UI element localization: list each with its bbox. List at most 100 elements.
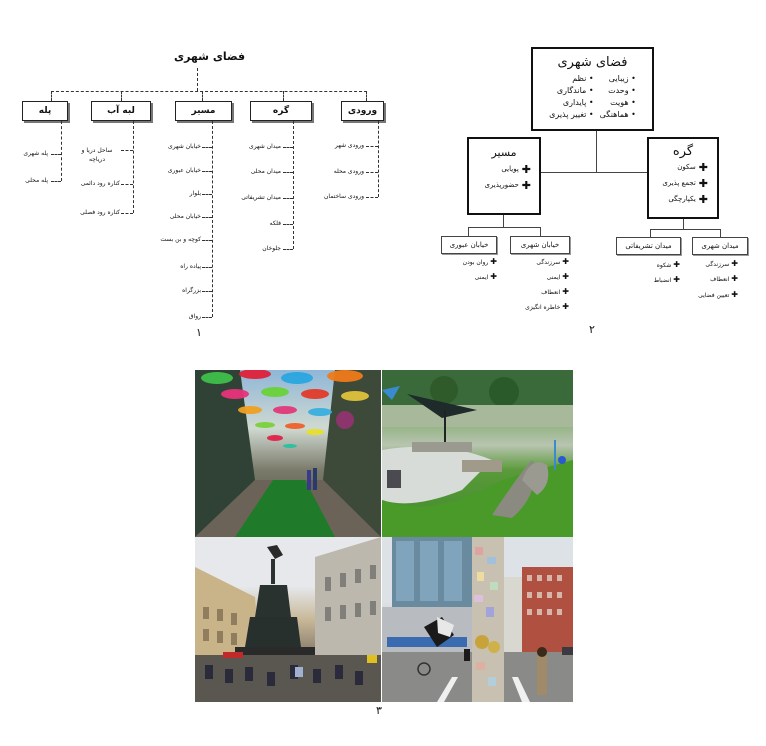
leaf-quality: ✚سرزندگی (705, 259, 738, 268)
connector (133, 121, 134, 213)
playground-park-photo (382, 370, 573, 537)
fountain-square-photo (195, 537, 381, 702)
square-illustration (195, 537, 381, 702)
node-title: گره (672, 144, 694, 159)
plus-icon: ✚ (562, 287, 569, 296)
connector (283, 91, 284, 101)
list-item: ورودی محله (333, 168, 364, 175)
street-illustration (382, 537, 573, 702)
plus-icon: ✚ (562, 272, 569, 281)
list-item: میدان شهری (249, 143, 281, 150)
category-box-node: گره (250, 101, 312, 121)
plus-icon: ✚ (673, 260, 680, 269)
connector (202, 91, 203, 101)
figure-caption-3: ۳ (376, 704, 382, 717)
node-quality: ✚سکون (677, 160, 708, 174)
leaf-quality: ✚ایمنی (474, 272, 497, 281)
node-box: گره ✚سکون ✚تجمع پذیری ✚یکپارچگی (647, 137, 719, 219)
connector (293, 121, 294, 249)
plus-icon: ✚ (562, 257, 569, 266)
plus-icon: ✚ (673, 275, 680, 284)
list-item: میدان تشریفاتی (241, 194, 281, 201)
category-box-waterfront: لبه آب (91, 101, 151, 121)
list-item: رواق (188, 313, 201, 320)
list-item: بلوار (189, 190, 201, 197)
node-quality: ✚تجمع پذیری (662, 176, 708, 190)
leaf-quality: ✚شکوه (656, 260, 680, 269)
path-quality: ✚پویایی (501, 162, 531, 176)
leaf-quality: ✚روان بودن (462, 257, 497, 266)
sub-box-urban-square: میدان شهری (692, 237, 748, 255)
path-title: مسیر (491, 146, 517, 159)
node-quality: ✚یکپارچگی (668, 192, 708, 206)
category-box-stairs: پله (22, 101, 68, 121)
list-item: خیابان عبوری (167, 167, 201, 174)
connector (366, 91, 367, 101)
leaf-quality: ✚خاطره انگیزی (525, 302, 569, 311)
figure-caption-2: ۲ (589, 323, 595, 336)
list-item: کناره رود فصلی (80, 209, 120, 216)
root-title: فضای شهری (557, 55, 628, 70)
category-label: ورودی (347, 106, 378, 116)
umbrella-street-illustration (195, 370, 381, 537)
list-item: پیاده راه (180, 263, 201, 270)
list-item: جلوخان (262, 245, 281, 252)
connector (378, 121, 379, 197)
connector (51, 91, 52, 101)
plus-icon: ✚ (698, 176, 708, 190)
plus-icon: ✚ (731, 274, 738, 283)
category-label: پله (38, 106, 52, 116)
connector (596, 131, 597, 172)
connector (197, 68, 198, 91)
list-item: خیابان محلی (169, 213, 201, 220)
leaf-quality: ✚ایمنی (546, 272, 569, 281)
plus-icon: ✚ (490, 257, 497, 266)
leaf-quality: ✚انعطاف (541, 287, 569, 296)
leaf-quality: ✚انضباط (653, 275, 680, 284)
list-item: پله محلی (25, 177, 48, 184)
leaf-quality: ✚سرزندگی (536, 257, 569, 266)
park-illustration (382, 370, 573, 537)
list-item: خیابان شهری (168, 143, 201, 150)
root-qualities-right: • زیبایی • وحدت • هویت • هماهنگی (599, 74, 636, 119)
root-qualities-left: • نظم • ماندگاری • پایداری • تغییر پذیری (549, 74, 594, 119)
list-item: بزرگراه (182, 287, 201, 294)
plus-icon: ✚ (731, 259, 738, 268)
sub-box-ceremonial-square: میدان تشریفاتی (616, 237, 681, 255)
list-item: ساحل دریا و دریاچه (81, 147, 113, 163)
category-label: مسیر (191, 106, 216, 116)
connector (121, 91, 122, 101)
path-box: مسیر ✚پویایی ✚حضورپذیری (467, 137, 541, 215)
plus-icon: ✚ (698, 192, 708, 206)
list-item: کناره رود دائمی (80, 180, 120, 187)
figure-caption-1: ۱ (196, 326, 202, 339)
connector (61, 121, 62, 181)
connector (51, 91, 367, 92)
plus-icon: ✚ (698, 160, 708, 174)
list-item: میدان محلی (250, 168, 281, 175)
plus-icon: ✚ (731, 290, 738, 299)
sub-box-urban-street: خیابان شهری (510, 236, 570, 254)
plus-icon: ✚ (521, 162, 531, 176)
list-item: کوچه و بن بست (160, 236, 201, 243)
plus-icon: ✚ (562, 302, 569, 311)
category-label: لبه آب (107, 106, 135, 116)
category-label: گره (272, 106, 290, 116)
leaf-quality: ✚تعیین فضایی (698, 290, 738, 299)
category-box-path: مسیر (175, 101, 232, 121)
list-item: ورودی شهر (334, 142, 364, 149)
plus-icon: ✚ (521, 178, 531, 192)
plus-icon: ✚ (490, 272, 497, 281)
diagram1-title: فضای شهری (174, 50, 246, 63)
list-item: ورودی ساختمان (323, 193, 364, 200)
list-item: فلکه (269, 220, 281, 227)
umbrella-street-photo (195, 370, 381, 537)
path-quality: ✚حضورپذیری (484, 178, 531, 192)
street-pole-photo (382, 537, 573, 702)
category-box-entrance: ورودی (341, 101, 384, 121)
connector (212, 121, 213, 317)
connector (540, 172, 648, 173)
list-item: پله شهری (23, 150, 48, 157)
leaf-quality: ✚انعطاف (710, 274, 738, 283)
root-box: فضای شهری • زیبایی • وحدت • هویت • هماهن… (531, 47, 654, 131)
